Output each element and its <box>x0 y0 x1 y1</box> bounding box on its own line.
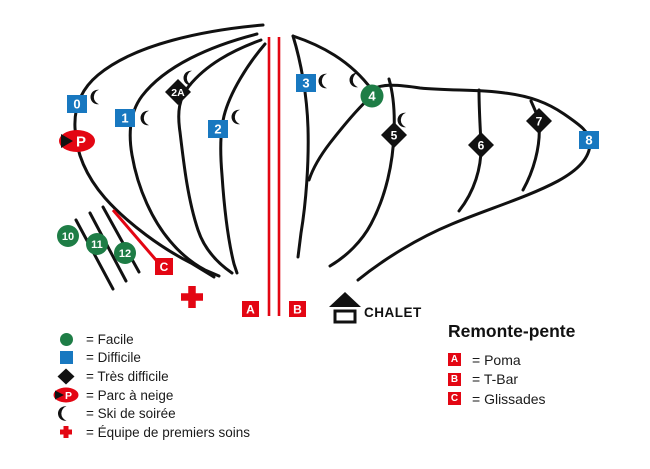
chalet-icon <box>329 292 361 324</box>
legend-row-tres-difficile: = Très difficile <box>46 367 250 386</box>
legend-label: = Très difficile <box>86 368 169 384</box>
trail-0-path <box>73 23 265 279</box>
trail-2-path <box>219 42 267 275</box>
marker-2a-label: 2A <box>171 87 185 99</box>
ridge-path <box>291 34 592 282</box>
legend-row-premiers-soins: = Équipe de premiers soins <box>46 423 250 442</box>
first-aid-cross-icon <box>181 286 203 308</box>
marker-5: 5 <box>381 122 407 148</box>
night-ski-moon-icon <box>397 112 406 128</box>
trail-5-path <box>328 77 396 268</box>
lift-row-tbar: B = T-Bar <box>448 370 575 390</box>
trail-4-path <box>307 92 376 182</box>
marker-11-label: 11 <box>91 239 103 251</box>
marker-6-label: 6 <box>478 138 485 152</box>
lift-a-label: A <box>246 302 255 316</box>
marker-1-label: 1 <box>121 111 128 126</box>
marker-2: 2 <box>208 120 228 138</box>
snow-park-label: P <box>76 133 86 150</box>
lift-label: = T-Bar <box>472 371 519 388</box>
lift-b-badge: B <box>448 372 461 386</box>
lift-row-poma: A = Poma <box>448 350 575 370</box>
lift-b-label: B <box>293 302 302 316</box>
marker-8-label: 8 <box>585 133 592 148</box>
marker-6: 6 <box>468 132 494 158</box>
night-ski-moon-icon <box>58 406 67 421</box>
legend-row-difficile: = Difficile <box>46 349 250 368</box>
marker-10-label: 10 <box>62 231 74 243</box>
lift-c-badge: C <box>155 258 173 275</box>
chalet-label: CHALET <box>364 305 422 320</box>
marker-5-label: 5 <box>391 128 398 142</box>
marker-4-label: 4 <box>368 89 376 104</box>
lift-label: = Glissades <box>472 390 546 407</box>
marker-3-label: 3 <box>302 76 309 91</box>
beginner-slope-11-path <box>88 211 128 283</box>
lift-b-badge: B <box>289 301 306 317</box>
lift-label: = Poma <box>472 351 521 368</box>
legend-row-facile: = Facile <box>46 330 250 349</box>
snow-park-letter: P <box>65 390 72 402</box>
lift-a-badge: A <box>448 353 461 367</box>
night-ski-moon-icon <box>231 109 240 125</box>
lift-row-glissades: C = Glissades <box>448 389 575 409</box>
marker-0: 0 <box>67 95 87 113</box>
legend-row-ski-de-soiree: = Ski de soirée <box>46 404 250 423</box>
easy-circle-icon <box>59 332 73 346</box>
lift-c-label: C <box>160 260 169 274</box>
legend-label: = Parc à neige <box>86 387 174 403</box>
very-difficult-diamond-icon <box>57 368 75 385</box>
snow-park-icon: P <box>59 130 95 152</box>
difficulty-legend: = Facile = Difficile = Très difficile P <box>46 330 250 442</box>
night-ski-moon-icon <box>349 72 358 88</box>
marker-1: 1 <box>115 109 135 127</box>
marker-10: 10 <box>57 225 79 247</box>
marker-8: 8 <box>579 131 599 149</box>
night-ski-moon-icon <box>140 110 149 126</box>
first-aid-cross-icon <box>60 426 72 439</box>
trail-2a-path <box>177 38 263 275</box>
legend-label: = Ski de soirée <box>86 406 176 422</box>
marker-7-label: 7 <box>536 114 543 128</box>
legend-label: = Équipe de premiers soins <box>86 424 250 440</box>
lift-c-line <box>111 209 158 261</box>
night-ski-moon-icon <box>318 73 327 89</box>
difficult-square-icon <box>59 351 73 365</box>
marker-12-label: 12 <box>119 248 131 260</box>
legend-row-parc-a-neige: P = Parc à neige <box>46 386 250 405</box>
marker-7: 7 <box>526 108 552 134</box>
snow-park-icon: P <box>53 387 79 403</box>
lifts-legend: Remonte-pente A = Poma B = T-Bar C = Gli… <box>448 321 575 409</box>
night-ski-moon-icon <box>90 89 99 105</box>
marker-11: 11 <box>86 233 108 255</box>
marker-4: 4 <box>360 84 384 108</box>
lifts-legend-title: Remonte-pente <box>448 321 576 341</box>
marker-3: 3 <box>296 74 316 92</box>
marker-0-label: 0 <box>73 97 80 112</box>
lift-c-badge: C <box>448 392 461 406</box>
legend-label: = Difficile <box>86 350 141 366</box>
marker-2-label: 2 <box>214 122 221 137</box>
legend-label: = Facile <box>86 331 134 347</box>
trail-1-path <box>128 32 259 278</box>
marker-2a: 2A <box>165 79 191 105</box>
beginner-slope-12-path <box>101 205 141 274</box>
marker-12: 12 <box>114 242 136 264</box>
trail-3-path <box>291 34 310 259</box>
lift-a-badge: A <box>242 301 259 317</box>
